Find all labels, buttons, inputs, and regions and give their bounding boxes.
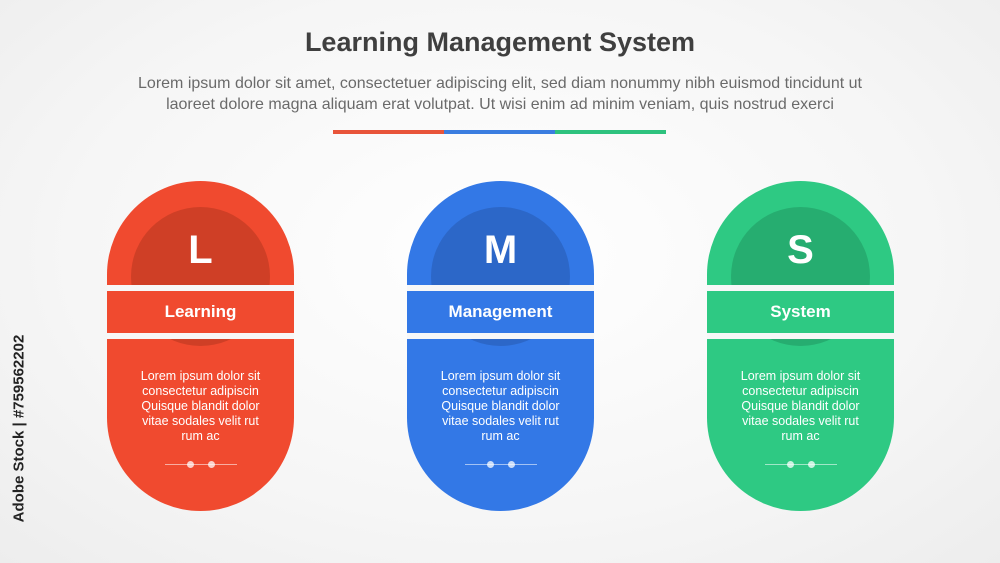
divider-segment-1: [333, 130, 444, 134]
card-text-line: consectetur adipiscin: [142, 384, 259, 398]
card-label: System: [707, 291, 894, 333]
card-text-line: Lorem ipsum dolor sit: [440, 369, 561, 383]
card-label: Management: [407, 291, 594, 333]
card-letter: S: [787, 228, 814, 272]
card-system: S System Lorem ipsum dolor sit consectet…: [707, 181, 894, 511]
watermark-text: Adobe Stock | #759562202: [10, 334, 28, 523]
stock-watermark: Adobe Stock | #759562202: [4, 320, 34, 550]
page-title: Learning Management System: [304, 27, 696, 57]
divider-segment-2: [444, 130, 555, 134]
dots-ornament: [165, 460, 237, 470]
card-text-line: Quisque blandit dolor: [141, 399, 260, 413]
card-text-line: vitae sodales velit rut: [142, 414, 259, 428]
card-letter: M: [483, 228, 518, 272]
card-separator: [707, 333, 894, 339]
card-separator: [407, 333, 594, 339]
card-text-line: vitae sodales velit rut: [442, 414, 559, 428]
card-separator: [407, 285, 594, 291]
card-text-line: Quisque blandit dolor: [741, 399, 860, 413]
card-text-line: consectetur adipiscin: [442, 384, 559, 398]
card-separator: [107, 333, 294, 339]
card-text-line: rum ac: [781, 429, 820, 443]
card-text-line: Lorem ipsum dolor sit: [140, 369, 261, 383]
card-separator: [707, 285, 894, 291]
card-text-line: rum ac: [481, 429, 520, 443]
card-text: Lorem ipsum dolor sit consectetur adipis…: [721, 369, 880, 444]
card-text: Lorem ipsum dolor sit consectetur adipis…: [421, 369, 580, 444]
card-label: Learning: [107, 291, 294, 333]
card-text-line: Quisque blandit dolor: [441, 399, 560, 413]
card-learning: L Learning Lorem ipsum dolor sit consect…: [107, 181, 294, 511]
card-separator: [107, 285, 294, 291]
card-text-line: rum ac: [181, 429, 220, 443]
subtitle-line-2: laoreet dolore magna aliquam erat volutp…: [166, 96, 834, 113]
subtitle-line-1: Lorem ipsum dolor sit amet, consectetuer…: [138, 75, 862, 92]
divider-segment-3: [555, 130, 666, 134]
card-management: M Management Lorem ipsum dolor sit conse…: [407, 181, 594, 511]
card-text: Lorem ipsum dolor sit consectetur adipis…: [121, 369, 280, 444]
card-text-line: vitae sodales velit rut: [742, 414, 859, 428]
page-subtitle: Lorem ipsum dolor sit amet, consectetuer…: [70, 73, 930, 115]
card-text-line: consectetur adipiscin: [742, 384, 859, 398]
card-text-line: Lorem ipsum dolor sit: [740, 369, 861, 383]
card-letter: L: [188, 228, 213, 272]
dots-ornament: [465, 460, 537, 470]
dots-ornament: [765, 460, 837, 470]
